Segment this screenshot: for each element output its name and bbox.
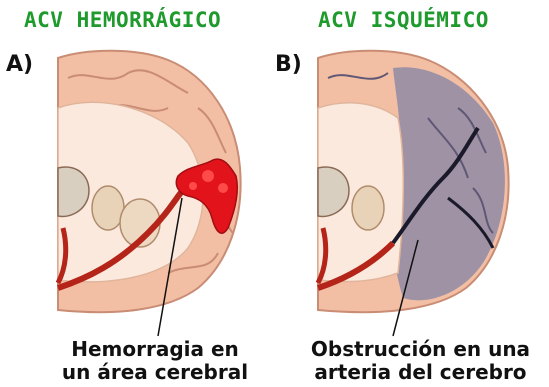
caption-hemorrhage-line2: un área cerebral — [40, 361, 270, 384]
title-ischemic-stroke: ACV ISQUÉMICO — [318, 8, 489, 32]
caption-hemorrhage: Hemorragia en un área cerebral — [40, 338, 270, 384]
caption-hemorrhage-line1: Hemorragia en — [40, 338, 270, 361]
title-hemorrhagic-stroke: ACV HEMORRÁGICO — [24, 8, 221, 32]
hemorrhagic-brain-illustration — [48, 48, 248, 323]
caption-obstruction-line2: arteria del cerebro — [292, 361, 549, 384]
caption-obstruction-line1: Obstrucción en una — [292, 338, 549, 361]
caption-obstruction: Obstrucción en una arteria del cerebro — [292, 338, 549, 384]
ischemic-area — [391, 67, 505, 300]
panel-label-a: A) — [6, 52, 33, 77]
panel-label-b: B) — [275, 52, 302, 77]
ischemic-brain-illustration — [308, 48, 518, 323]
